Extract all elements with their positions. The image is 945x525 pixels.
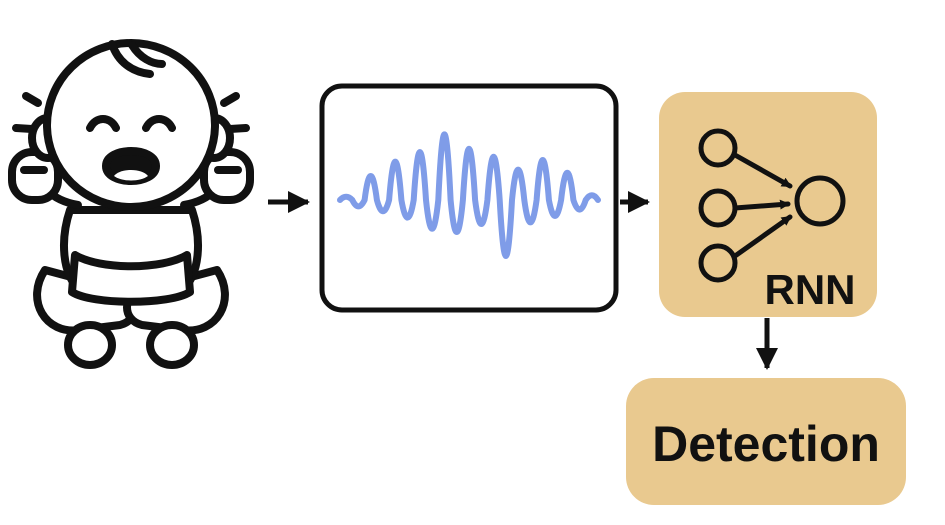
detection-label: Detection bbox=[652, 416, 880, 472]
rnn-label: RNN bbox=[765, 266, 856, 313]
waveform-icon bbox=[337, 131, 601, 259]
waveform-box bbox=[319, 83, 619, 313]
crying-baby-icon bbox=[8, 39, 254, 369]
detection-node: Detection bbox=[626, 378, 906, 505]
neural-network-icon bbox=[698, 128, 846, 283]
rnn-node: RNN bbox=[659, 92, 877, 317]
